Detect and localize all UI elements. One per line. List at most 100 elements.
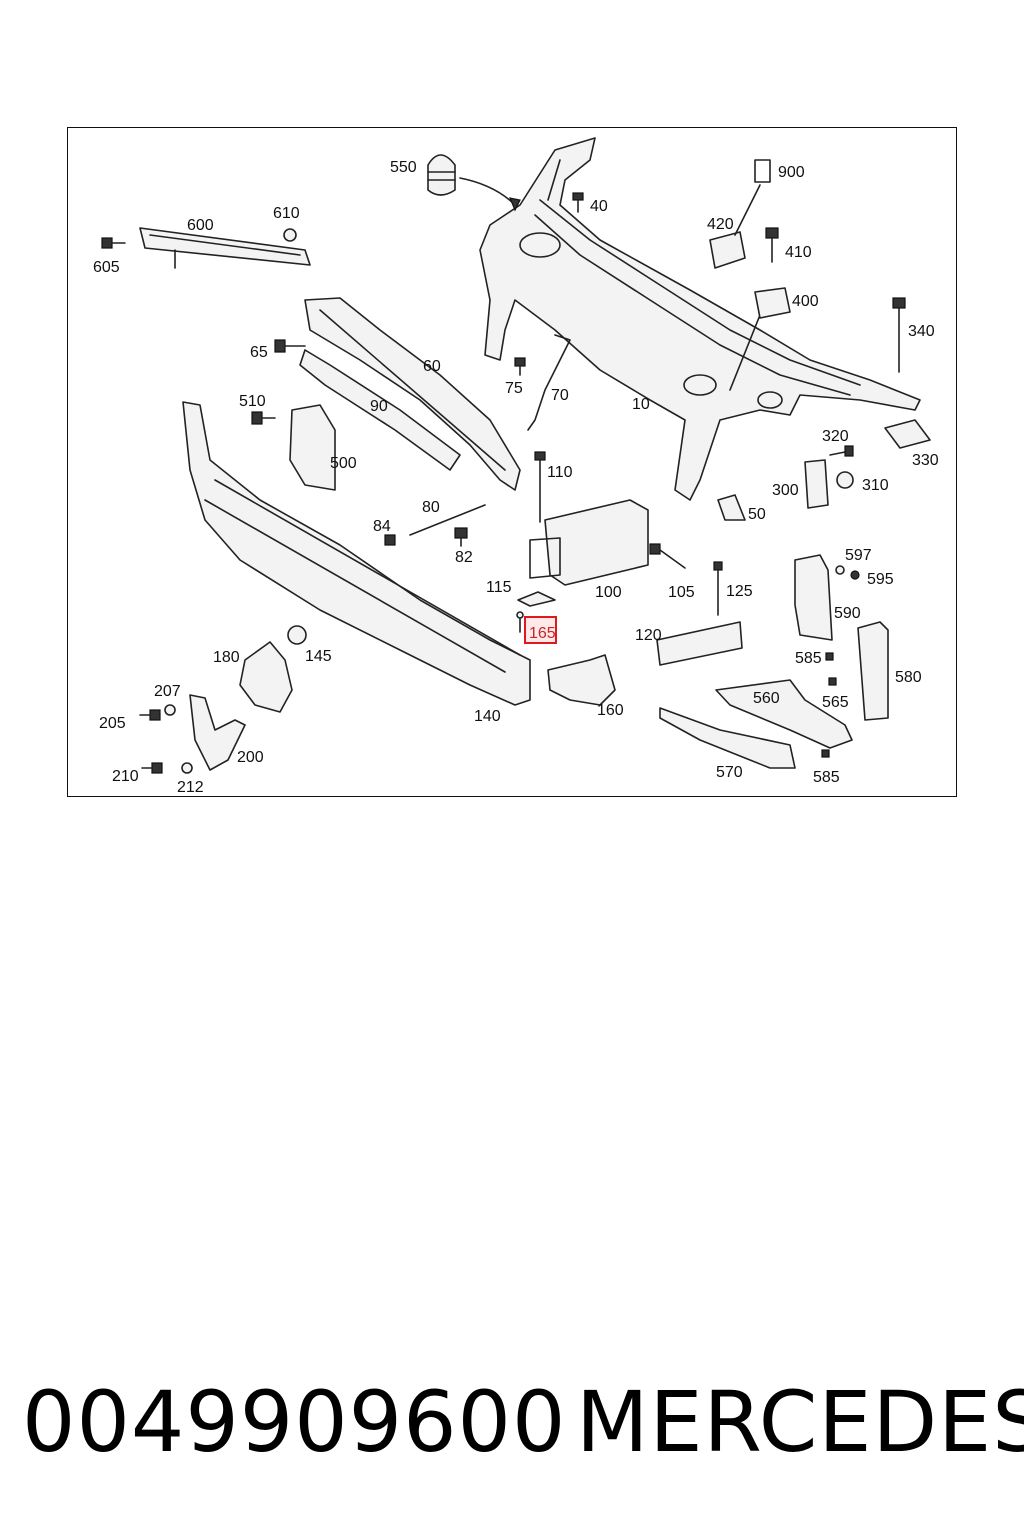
label-310: 310	[862, 477, 889, 494]
part-115-bracket[interactable]	[517, 591, 556, 607]
part-500-bracket[interactable]	[289, 404, 336, 491]
label-500: 500	[330, 455, 357, 472]
part-595-nut[interactable]	[850, 570, 860, 580]
part-140-bumper-beam[interactable]	[182, 401, 531, 706]
label-560: 560	[753, 690, 780, 707]
part-210-bolt[interactable]	[141, 762, 163, 774]
label-82: 82	[455, 549, 473, 566]
label-410: 410	[785, 244, 812, 261]
label-50: 50	[748, 506, 766, 523]
label-210: 210	[112, 768, 139, 785]
label-610: 610	[273, 205, 300, 222]
part-82-bolt[interactable]	[454, 527, 468, 547]
footer-caption: 0049909600 MERCEDES	[22, 1372, 1024, 1472]
part-205-bolt[interactable]	[139, 709, 161, 721]
label-10: 10	[632, 396, 650, 413]
label-140: 140	[474, 708, 501, 725]
label-212: 212	[177, 779, 204, 796]
part-580-absorber[interactable]	[857, 621, 889, 721]
label-125: 125	[726, 583, 753, 600]
label-580: 580	[895, 669, 922, 686]
label-320: 320	[822, 428, 849, 445]
part-300-bracket[interactable]	[804, 459, 829, 509]
label-200: 200	[237, 749, 264, 766]
part-330-mount[interactable]	[884, 419, 931, 449]
label-205: 205	[99, 715, 126, 732]
part-560-bracket[interactable]	[715, 679, 853, 749]
label-595: 595	[867, 571, 894, 588]
part-70-pipe[interactable]	[527, 334, 571, 431]
label-900: 900	[778, 164, 805, 181]
label-120: 120	[635, 627, 662, 644]
label-80: 80	[422, 499, 440, 516]
part-550-bump-stop[interactable]	[427, 154, 521, 212]
part-320-bolt[interactable]	[829, 445, 854, 457]
part-50-bracket[interactable]	[717, 494, 746, 521]
label-165: 165	[529, 625, 556, 642]
part-605-bolt[interactable]	[101, 237, 126, 249]
label-145: 145	[305, 648, 332, 665]
part-590-bracket[interactable]	[794, 554, 833, 641]
part-165-highlight[interactable]	[516, 611, 557, 644]
label-550: 550	[390, 159, 417, 176]
part-310-nut[interactable]	[836, 471, 854, 489]
part-160-bracket[interactable]	[547, 654, 616, 706]
part-10-front-carrier[interactable]	[479, 137, 921, 501]
part-105-bolt[interactable]	[649, 543, 686, 569]
part-340-bolt[interactable]	[892, 297, 906, 373]
label-180: 180	[213, 649, 240, 666]
label-330: 330	[912, 452, 939, 469]
part-65-bolt[interactable]	[274, 339, 306, 353]
label-70: 70	[551, 387, 569, 404]
label-40: 40	[590, 198, 608, 215]
label-84: 84	[373, 518, 391, 535]
label-207: 207	[154, 683, 181, 700]
label-340: 340	[908, 323, 935, 340]
part-125-bolt[interactable]	[713, 561, 723, 616]
label-420: 420	[707, 216, 734, 233]
label-590: 590	[834, 605, 861, 622]
label-565: 565	[822, 694, 849, 711]
part-570-bracket[interactable]	[659, 707, 796, 769]
label-600: 600	[187, 217, 214, 234]
part-120-absorber[interactable]	[656, 621, 743, 666]
part-60-cross-member[interactable]	[304, 297, 521, 491]
part-600-strut[interactable]	[139, 227, 311, 269]
part-180-shield[interactable]	[239, 641, 293, 713]
label-105: 105	[668, 584, 695, 601]
part-410-bolt[interactable]	[765, 227, 779, 263]
part-100-module[interactable]	[544, 499, 649, 586]
part-40-bolt[interactable]	[572, 192, 584, 213]
label-160: 160	[597, 702, 624, 719]
part-565-bolt[interactable]	[828, 677, 837, 686]
label-115: 115	[486, 579, 512, 596]
part-84-bolt[interactable]	[384, 534, 396, 546]
label-585-upper: 585	[795, 650, 822, 667]
part-597-washer[interactable]	[835, 565, 845, 575]
part-400-bracket[interactable]	[754, 287, 791, 319]
label-585-lower: 585	[813, 769, 840, 786]
part-510-bolt[interactable]	[251, 411, 276, 425]
part-207-washer[interactable]	[164, 704, 176, 716]
label-300: 300	[772, 482, 799, 499]
part-585-bolt-upper[interactable]	[825, 652, 834, 661]
part-75-bolt[interactable]	[514, 357, 526, 376]
label-570: 570	[716, 764, 743, 781]
part-80-pin[interactable]	[409, 504, 486, 536]
part-420-connector[interactable]	[709, 159, 771, 269]
part-110-bolt[interactable]	[534, 451, 546, 523]
label-400: 400	[792, 293, 819, 310]
part-90-beam[interactable]	[299, 349, 461, 471]
part-610-washer[interactable]	[283, 228, 297, 242]
part-145-nut[interactable]	[287, 625, 307, 645]
label-510: 510	[239, 393, 266, 410]
part-100-module-bracket	[529, 537, 561, 579]
part-200-bracket[interactable]	[189, 694, 246, 771]
part-585-bolt-lower[interactable]	[821, 749, 830, 758]
label-60: 60	[423, 358, 441, 375]
label-597: 597	[845, 547, 872, 564]
callout-labels: 10 40 50 60 65 70 75 80 82 84 90 100 105…	[93, 159, 939, 796]
part-212-washer[interactable]	[181, 762, 193, 774]
part-number: 0049909600	[22, 1373, 567, 1471]
